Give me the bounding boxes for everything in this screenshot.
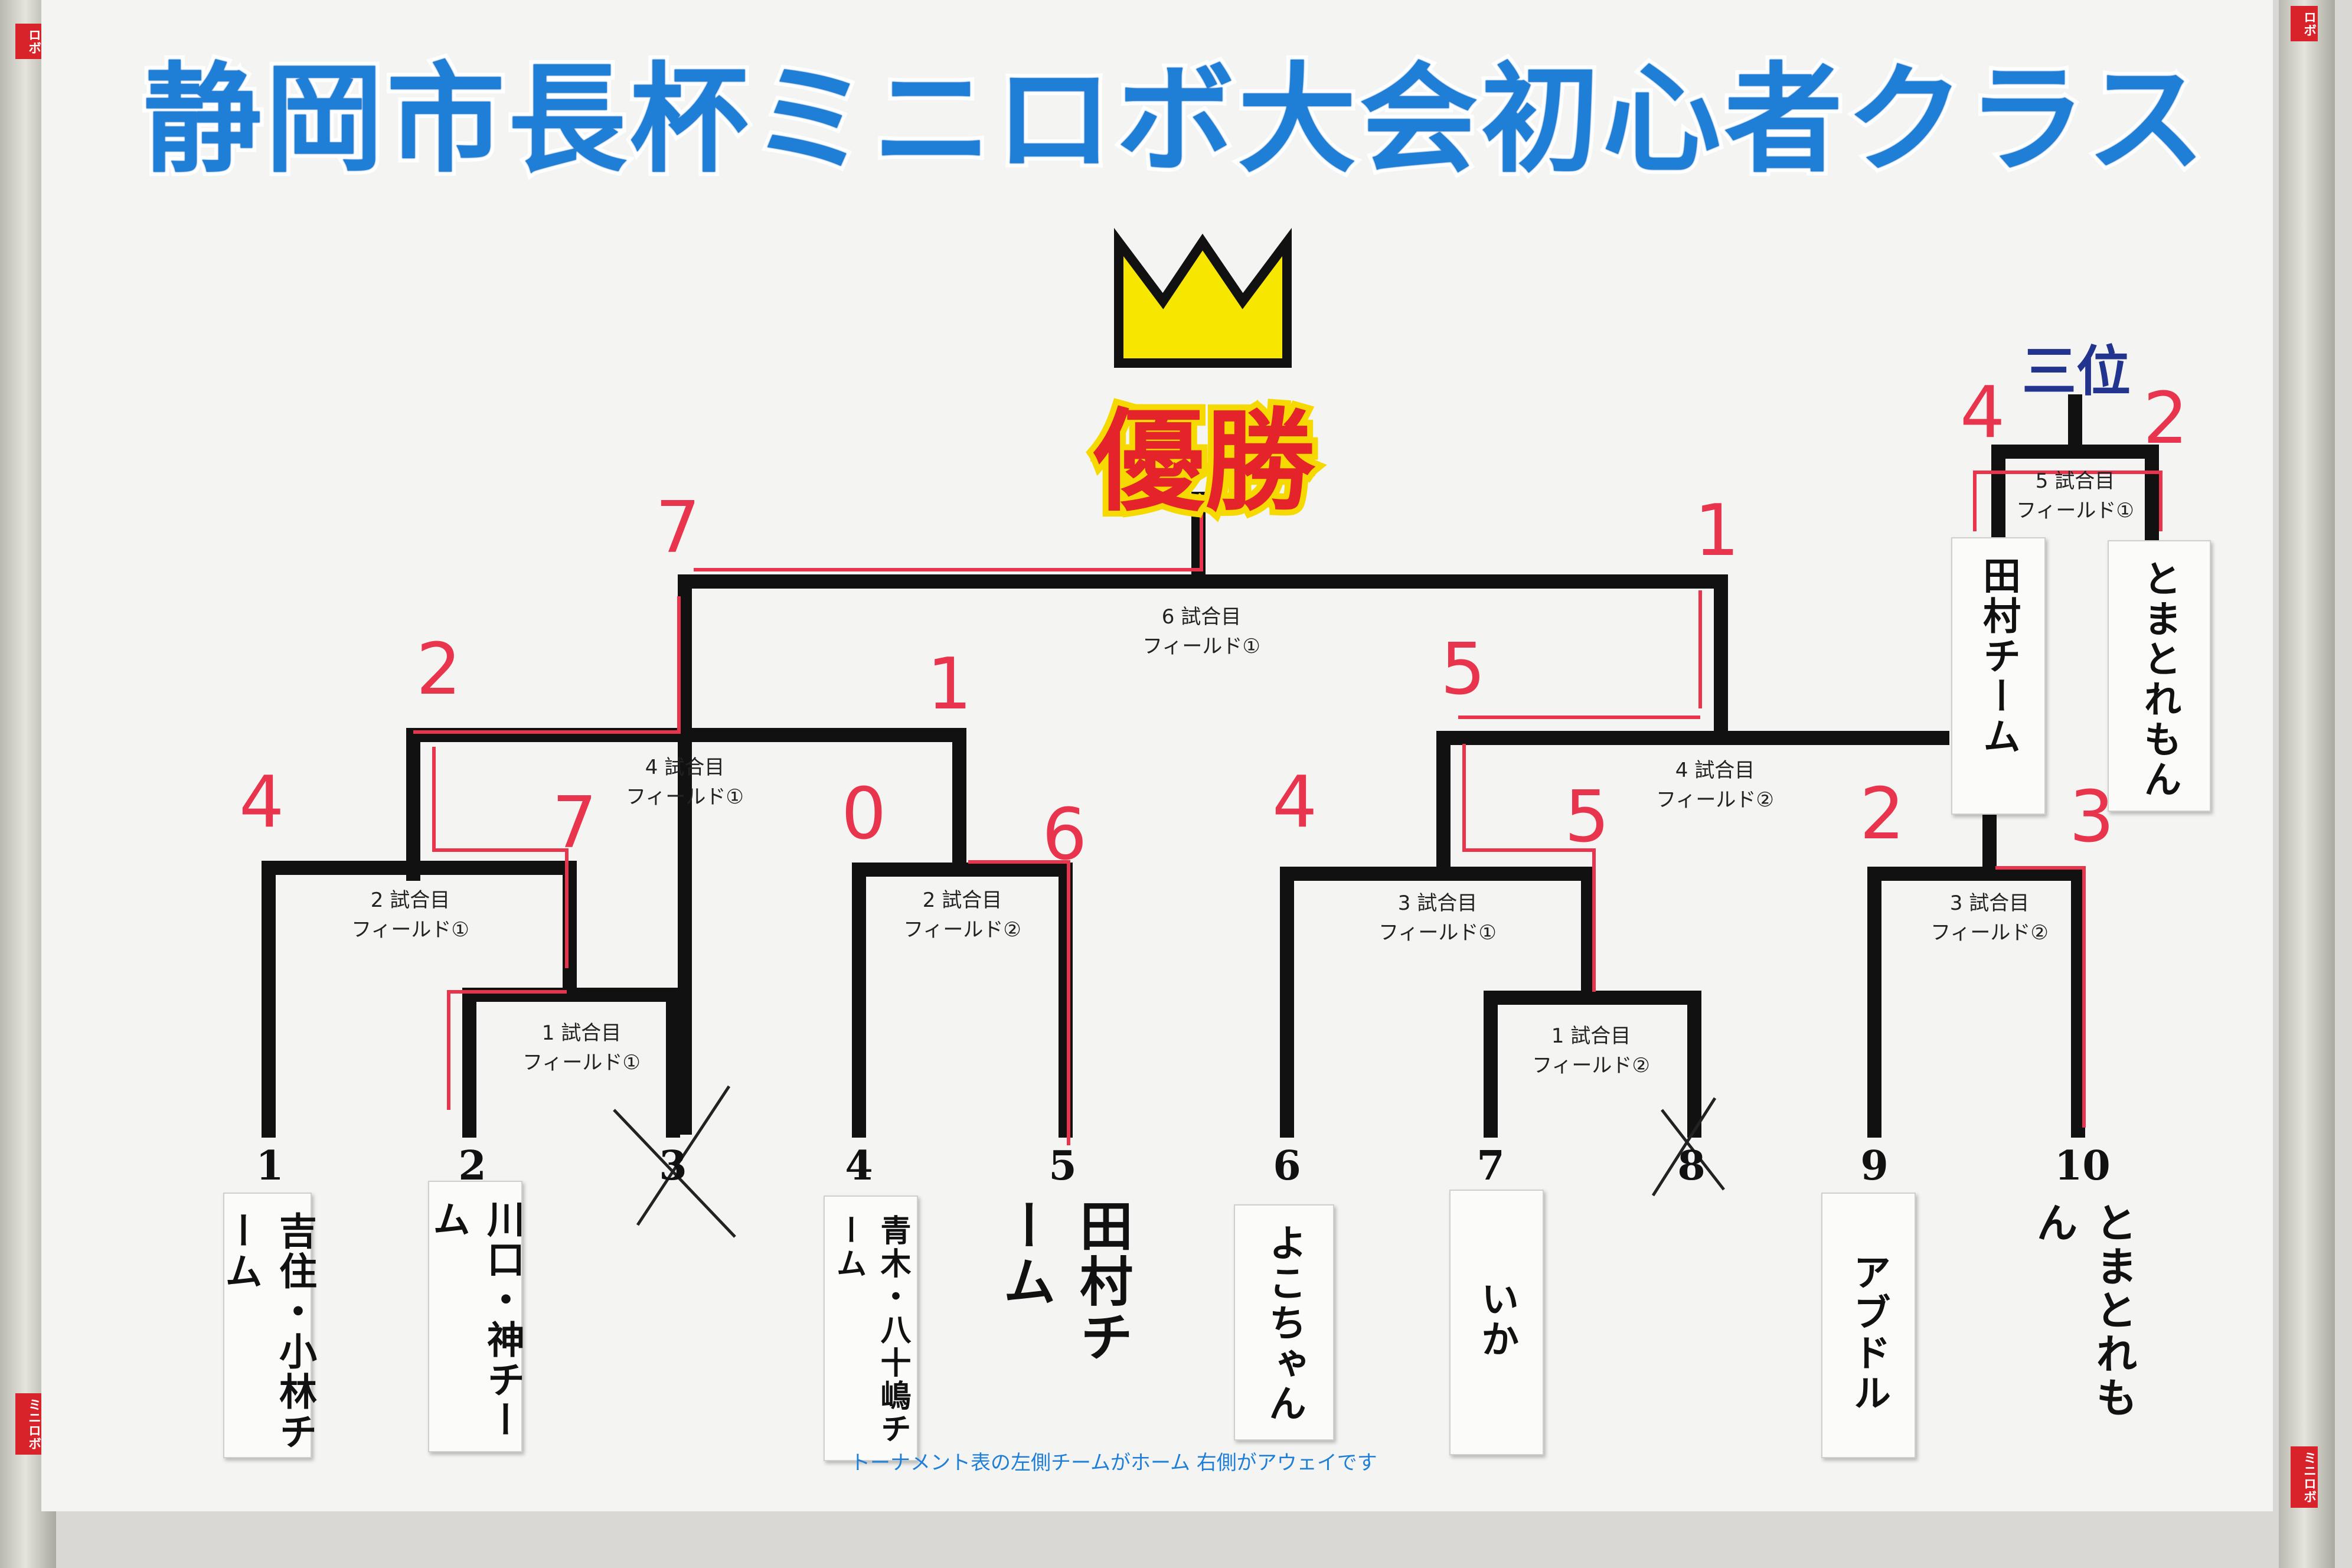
winner-label: 優勝 bbox=[1087, 391, 1321, 533]
team-card: アブドル bbox=[1821, 1193, 1916, 1458]
pole-tag: ミニロボ bbox=[2291, 1446, 2318, 1508]
poster-title: 静岡市長杯ミニロボ大会初心者クラス bbox=[139, 47, 2209, 193]
score: 4 bbox=[1960, 372, 2005, 454]
score: 5 bbox=[1564, 776, 1610, 858]
pole-tag: ミニロボ bbox=[15, 1393, 43, 1455]
hand-line bbox=[694, 508, 1203, 571]
team-name: とまとれもん bbox=[2030, 1201, 2138, 1420]
match-label: 5 試合目フィールド① bbox=[2016, 469, 2134, 522]
seed-number: 7 bbox=[1476, 1142, 1505, 1190]
right-pole bbox=[2279, 0, 2335, 1568]
home-away-note: トーナメント表の左側チームがホーム 右側がアウェイです bbox=[850, 1451, 1377, 1475]
match-label: 1 試合目フィールド① bbox=[522, 1021, 641, 1074]
bracket-q-left-a bbox=[262, 861, 577, 1138]
score: 7 bbox=[552, 782, 597, 864]
seed-number: 8 bbox=[1677, 1142, 1706, 1190]
team-card: いか bbox=[1449, 1190, 1544, 1455]
team-name: 田村チーム bbox=[994, 1198, 1132, 1365]
score: 3 bbox=[2069, 776, 2115, 858]
match-label: 2 試合目フィールド① bbox=[351, 888, 469, 942]
bracket-semi-right bbox=[1436, 731, 1949, 869]
match-label: 1 試合目フィールド② bbox=[1532, 1024, 1650, 1077]
hand-line bbox=[1995, 866, 2086, 1128]
score: 2 bbox=[2143, 378, 2188, 460]
bracket-semi-left bbox=[406, 728, 966, 881]
cross-mark bbox=[1651, 1097, 1725, 1197]
seed-number: 9 bbox=[1860, 1142, 1889, 1190]
score: 1 bbox=[927, 643, 972, 726]
score: 2 bbox=[1860, 773, 1905, 855]
match-label: 6 試合目フィールド① bbox=[1142, 605, 1260, 658]
hand-line bbox=[1458, 590, 1702, 719]
pole-tag: ロボ bbox=[15, 24, 43, 59]
match-label: 4 試合目フィールド① bbox=[626, 756, 744, 809]
team-card: 青木・八十嶋チーム bbox=[824, 1195, 918, 1461]
score: 4 bbox=[239, 762, 285, 844]
match-label: 2 試合目フィールド② bbox=[903, 888, 1021, 942]
seed-number: 6 bbox=[1273, 1142, 1301, 1190]
team-card: よこちゃん bbox=[1234, 1204, 1334, 1440]
bracket-q-right-b bbox=[1867, 867, 2085, 1138]
seed-number: 1 bbox=[256, 1142, 284, 1190]
bracket-r1-right bbox=[1484, 991, 1701, 1138]
team-card: とまとれもん bbox=[2108, 540, 2211, 812]
team-card: 川口・神チーム bbox=[426, 1181, 524, 1452]
match-label: 3 試合目フィールド① bbox=[1378, 891, 1497, 945]
team-card: 吉住・小林チーム bbox=[218, 1193, 316, 1458]
hand-line bbox=[968, 860, 1070, 1145]
pole-tag: ロボ bbox=[2291, 6, 2318, 41]
score: 7 bbox=[655, 487, 701, 569]
cross-mark bbox=[613, 1085, 736, 1238]
bracket-r1-left bbox=[462, 988, 680, 1138]
bracket-q-left-b bbox=[852, 863, 1073, 1138]
score: 6 bbox=[1042, 794, 1087, 876]
score: 0 bbox=[841, 773, 887, 855]
score: 2 bbox=[416, 629, 462, 711]
match-label: 4 試合目フィールド② bbox=[1656, 759, 1774, 812]
seed-number: 3 bbox=[659, 1142, 687, 1190]
score: 4 bbox=[1272, 762, 1318, 844]
crown-icon bbox=[1114, 228, 1292, 368]
score: 1 bbox=[1694, 490, 1740, 572]
hand-line bbox=[1462, 744, 1596, 992]
seed-number: 5 bbox=[1048, 1142, 1077, 1190]
bracket-third bbox=[1991, 394, 2159, 541]
hand-line bbox=[1973, 471, 2162, 531]
hand-line bbox=[447, 990, 567, 1110]
hand-line bbox=[413, 596, 681, 734]
seed-number: 10 bbox=[2054, 1142, 2111, 1190]
score: 5 bbox=[1440, 629, 1486, 711]
seed-number: 4 bbox=[845, 1142, 873, 1190]
bracket-q-right-a bbox=[1280, 867, 1595, 1138]
bracket-final bbox=[678, 492, 1728, 1135]
match-label: 3 試合目フィールド② bbox=[1930, 891, 2049, 945]
third-place-label: 三位 bbox=[2022, 340, 2131, 403]
team-card: 田村チーム bbox=[1951, 537, 2046, 815]
hand-line bbox=[432, 747, 569, 968]
